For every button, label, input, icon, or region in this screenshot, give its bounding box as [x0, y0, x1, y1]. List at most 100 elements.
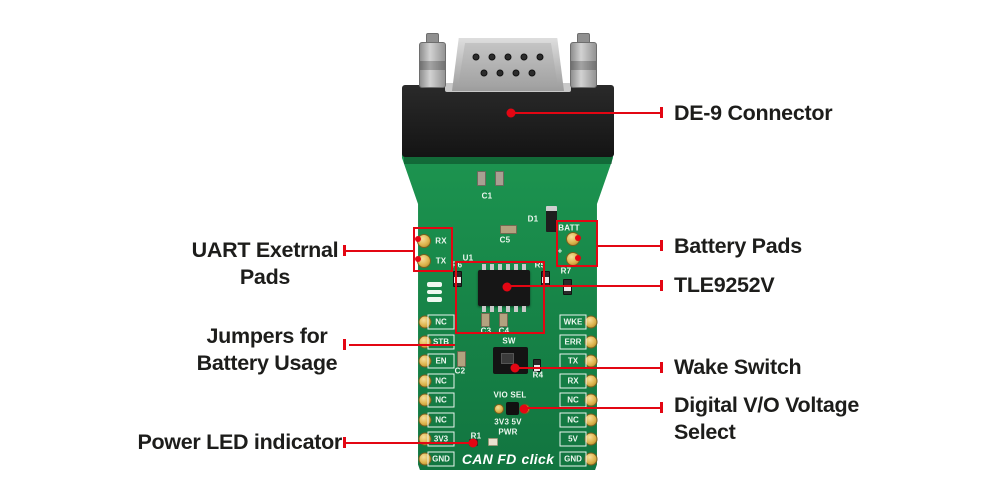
logo-bar [427, 297, 442, 302]
de9-pin [504, 53, 512, 61]
silk-vio-sel: VIO SEL [493, 390, 527, 400]
uart-callout-line [346, 250, 414, 253]
capacitor-c3 [481, 313, 490, 327]
label-uart-external-pads: UART Exetrnal Pads [186, 237, 344, 291]
pin-label: WKE [559, 314, 587, 330]
vio-callout-line [526, 407, 661, 410]
pwrled-callout-dot [468, 438, 478, 448]
pin-label: NC [427, 392, 455, 408]
de9-post-left [419, 42, 446, 88]
jumper-r6 [453, 271, 462, 287]
label-uart-line2: Pads [239, 265, 291, 289]
uart-tx-marker [415, 256, 421, 262]
jumpers-callout-line [349, 344, 455, 347]
pin-label: NC [427, 412, 455, 428]
vio-callout-dot [519, 404, 529, 414]
diode-d1 [546, 206, 557, 232]
battery-callout-tick [660, 240, 663, 251]
silk-r7: R7 [560, 266, 572, 276]
power-led [488, 438, 498, 446]
silk-c4: C4 [498, 326, 510, 336]
uart-tx-silk: TX [435, 256, 447, 266]
batt-silk: BATT [558, 223, 580, 233]
pin-pad [584, 374, 598, 388]
pin-label: 3V3 [427, 431, 455, 447]
de9-pin [496, 69, 504, 77]
pin-pad [584, 393, 598, 407]
tle-callout-line [510, 285, 661, 288]
switch-slider [501, 353, 514, 364]
silk-c1: C1 [481, 191, 493, 201]
logo-bar [427, 289, 442, 294]
uart-pads-highlight-box [413, 227, 453, 272]
silk-d1: D1 [527, 214, 539, 224]
pin-label: RX [559, 373, 587, 389]
pin-pad [584, 335, 598, 349]
label-vio-line1: Digital V/O Voltage [674, 393, 860, 417]
uart-rx-marker [415, 236, 421, 242]
de9-connector-housing [402, 85, 614, 157]
silk-r1: R1 [470, 431, 482, 441]
tle-callout-dot [502, 282, 512, 292]
vio-jumper-pad [494, 404, 504, 414]
pin-label: NC [427, 314, 455, 330]
pin-label: NC [559, 392, 587, 408]
pin-label: GND [427, 451, 455, 467]
logo-bar [427, 282, 442, 287]
de9-pin [480, 69, 488, 77]
pwrled-callout-line [346, 442, 470, 445]
battery-jumpers-highlight-box [455, 261, 545, 334]
capacitor-c2 [457, 351, 466, 367]
silk-c5: C5 [499, 235, 511, 245]
silk-pwr: PWR [498, 427, 518, 437]
pin-pad [584, 315, 598, 329]
label-jumpers-line2: Battery Usage [196, 351, 338, 375]
de9-post-right [570, 42, 597, 88]
de9-pin [512, 69, 520, 77]
connector-shadow [404, 157, 612, 164]
mikroe-logo-icon [427, 282, 442, 305]
board-name-main: CAN FD [461, 451, 517, 467]
de9-pin [520, 53, 528, 61]
label-de9-connector: DE-9 Connector [674, 101, 833, 125]
battery-callout-line [597, 245, 661, 248]
wake-callout-line [518, 367, 661, 370]
pin-label: 5V [559, 431, 587, 447]
pin-label: ERR [559, 334, 587, 350]
silk-c2: C2 [454, 366, 466, 376]
pin-pad [584, 413, 598, 427]
jumpers-callout-tick [343, 339, 346, 350]
battery-pad-marker [575, 255, 581, 261]
de9-connector-face [458, 43, 558, 87]
batt-plus-silk: + [557, 246, 563, 256]
battery-pad-marker [575, 235, 581, 241]
label-wake-switch: Wake Switch [674, 355, 802, 379]
de9-pin [488, 53, 496, 61]
pwrled-callout-tick [343, 437, 346, 448]
vio-callout-tick [660, 402, 663, 413]
silk-sw: SW [502, 336, 516, 346]
pin-pad [584, 432, 598, 446]
de9-pin [536, 53, 544, 61]
de9-callout-dot [506, 108, 516, 118]
vio-jumper-cap [506, 402, 519, 415]
hex-nut [420, 61, 445, 70]
pin-pad [584, 452, 598, 466]
pin-label: STB [427, 334, 455, 350]
de9-callout-tick [660, 107, 663, 118]
wake-callout-tick [660, 362, 663, 373]
capacitor-c1 [477, 171, 486, 186]
pin-label: EN [427, 353, 455, 369]
pin-label: NC [427, 373, 455, 389]
label-battery-pads: Battery Pads [674, 234, 802, 258]
silk-c3: C3 [480, 326, 492, 336]
capacitor-c5 [500, 225, 517, 234]
label-vio-voltage-select: Digital V/O Voltage Select [674, 392, 859, 446]
label-battery-jumpers: Jumpers for Battery Usage [186, 323, 348, 377]
label-uart-line1: UART Exetrnal [191, 238, 339, 262]
wake-callout-dot [510, 363, 520, 373]
de9-callout-line [514, 112, 661, 115]
pin-label: GND [559, 451, 587, 467]
